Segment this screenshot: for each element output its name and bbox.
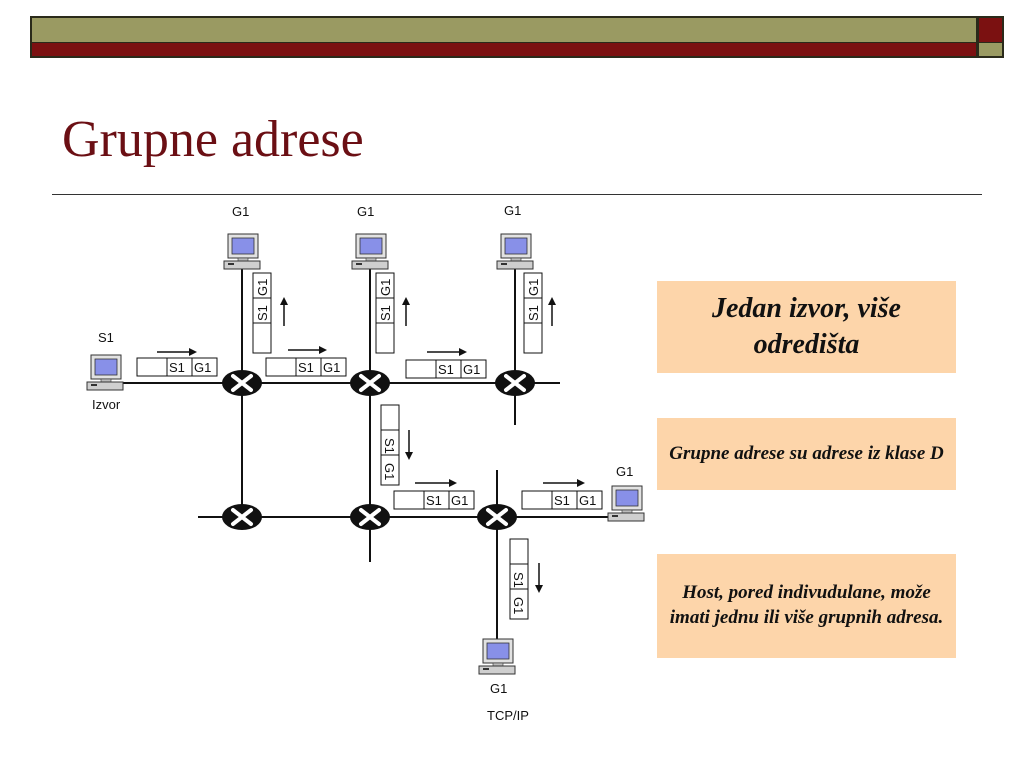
router-x-icon — [475, 502, 519, 532]
packet: S1 G1 — [393, 490, 475, 510]
router-x-icon — [348, 368, 392, 398]
svg-text:G1: G1 — [255, 279, 270, 296]
svg-text:G1: G1 — [382, 463, 397, 480]
svg-text:S1: S1 — [526, 305, 541, 321]
svg-text:G1: G1 — [451, 493, 468, 508]
host-label: G1 — [490, 681, 507, 696]
svg-text:S1: S1 — [378, 305, 393, 321]
router-x-icon — [348, 502, 392, 532]
packet: S1 G1 — [521, 490, 603, 510]
packet: S1 G1 — [523, 272, 543, 354]
svg-text:S1: S1 — [554, 493, 570, 508]
slide-title: Grupne adrese — [62, 111, 364, 168]
svg-text:S1: S1 — [255, 305, 270, 321]
network-links — [105, 262, 620, 640]
callout-one-source: Jedan izvor, više odredišta — [657, 281, 956, 373]
svg-text:S1: S1 — [511, 572, 526, 588]
computer-icon — [478, 638, 516, 675]
svg-text:S1: S1 — [169, 360, 185, 375]
packet: S1 G1 — [136, 357, 218, 377]
svg-text:G1: G1 — [511, 597, 526, 614]
router-x-icon — [493, 368, 537, 398]
computer-icon — [351, 233, 389, 270]
computer-icon — [223, 233, 261, 270]
title-bar-decoration — [30, 16, 1004, 58]
packet: S1 G1 — [375, 272, 395, 354]
computer-icon — [607, 485, 645, 522]
footer-label: TCP/IP — [487, 708, 529, 723]
router-x-icon — [220, 502, 264, 532]
svg-text:G1: G1 — [323, 360, 340, 375]
direction-arrows — [157, 297, 585, 593]
source-caption: Izvor — [92, 397, 121, 412]
packet: S1 G1 — [265, 357, 347, 377]
svg-text:S1: S1 — [426, 493, 442, 508]
svg-text:S1: S1 — [298, 360, 314, 375]
svg-text:G1: G1 — [463, 362, 480, 377]
host-label: G1 — [357, 204, 374, 219]
svg-text:G1: G1 — [579, 493, 596, 508]
callout-class-d: Grupne adrese su adrese iz klase D — [657, 418, 956, 490]
svg-text:S1: S1 — [382, 438, 397, 454]
svg-text:G1: G1 — [194, 360, 211, 375]
svg-text:S1: S1 — [438, 362, 454, 377]
title-divider — [52, 194, 982, 195]
svg-text:G1: G1 — [526, 279, 541, 296]
source-computer-icon — [86, 354, 124, 391]
host-label: G1 — [616, 464, 633, 479]
computer-icon — [496, 233, 534, 270]
packet: S1 G1 — [405, 359, 487, 379]
packet: S1 G1 — [252, 272, 272, 354]
svg-text:G1: G1 — [378, 279, 393, 296]
packet: S1 G1 — [509, 538, 529, 620]
router-x-icon — [220, 368, 264, 398]
packet: S1 G1 — [380, 404, 400, 486]
host-label: G1 — [232, 204, 249, 219]
callout-host-addresses: Host, pored indivudulane, može imati jed… — [657, 554, 956, 658]
host-label: G1 — [504, 203, 521, 218]
source-label: S1 — [98, 330, 114, 345]
